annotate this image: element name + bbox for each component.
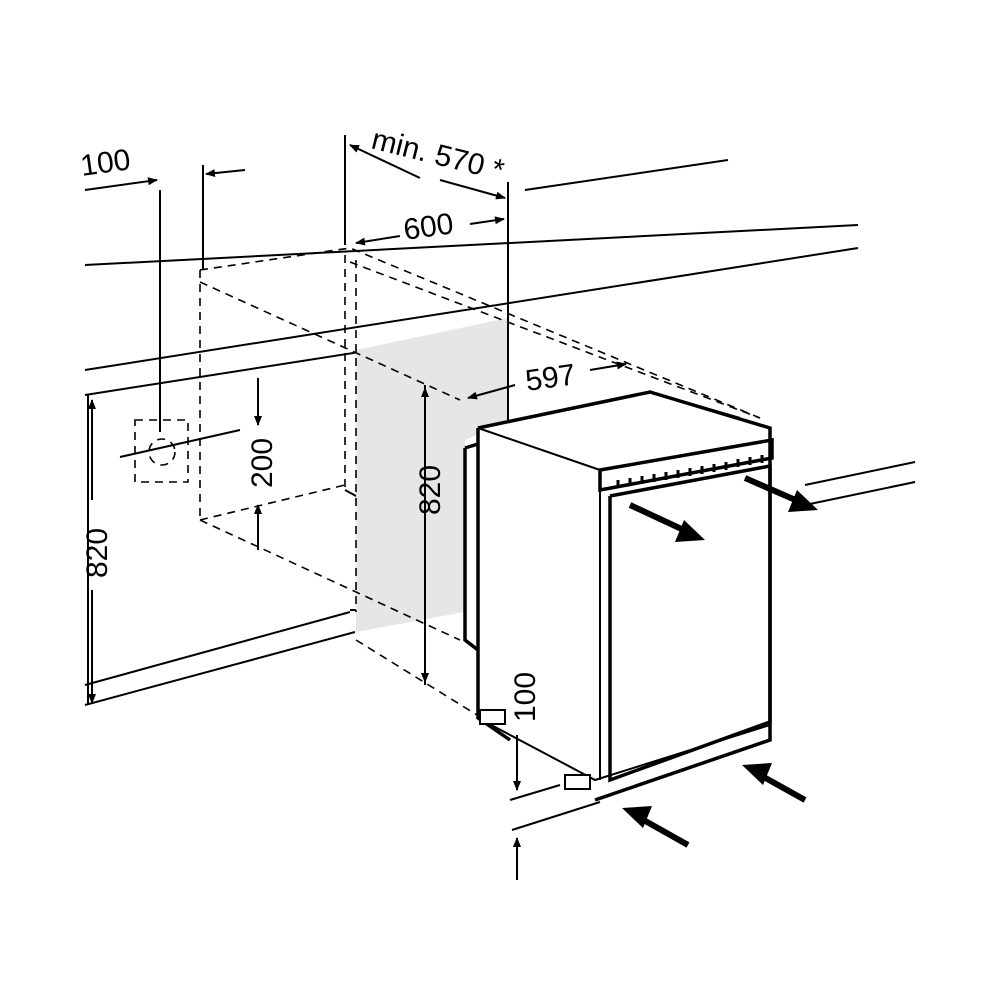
dim-arrow-100-top-left [205,169,246,178]
vent-grille [616,455,764,488]
label-niche-height-left: 820 [81,528,114,578]
label-min-niche-depth: min. 570 * [368,123,507,188]
dim-arrow-min-570-right [439,179,506,200]
label-niche-width: 600 [401,207,455,247]
air-inlet-arrow-bottom-left [638,815,690,848]
label-plinth-height: 100 [509,672,542,722]
power-socket [119,190,241,483]
appliance [463,390,774,802]
dim-arrow-600-left [355,235,401,246]
air-outlet-arrowhead-side [788,490,818,512]
air-inlet-arrowhead-bottom-right [742,763,772,785]
dim-arrow-597-left [467,384,516,400]
air-inlet-arrow-bottom-right [758,772,807,803]
dim-arrow-597-right [589,361,627,371]
air-outlet-arrow-front [628,502,690,535]
label-socket-height: 200 [246,438,279,488]
dim-arrow-100-top-right [84,177,158,191]
air-outlet-arrowhead-front [675,520,705,542]
label-socket-offset: 100 [78,143,132,183]
airflow-arrows [622,475,818,848]
label-niche-height-center: 820 [414,465,447,515]
air-outlet-arrow-side [743,475,802,505]
air-inlet-arrowhead-bottom-left [622,806,652,828]
dim-arrow-min-570-left [349,144,421,179]
dimension-lines [84,135,627,880]
label-appliance-width: 597 [523,358,577,398]
dim-arrow-600-right [469,216,505,225]
